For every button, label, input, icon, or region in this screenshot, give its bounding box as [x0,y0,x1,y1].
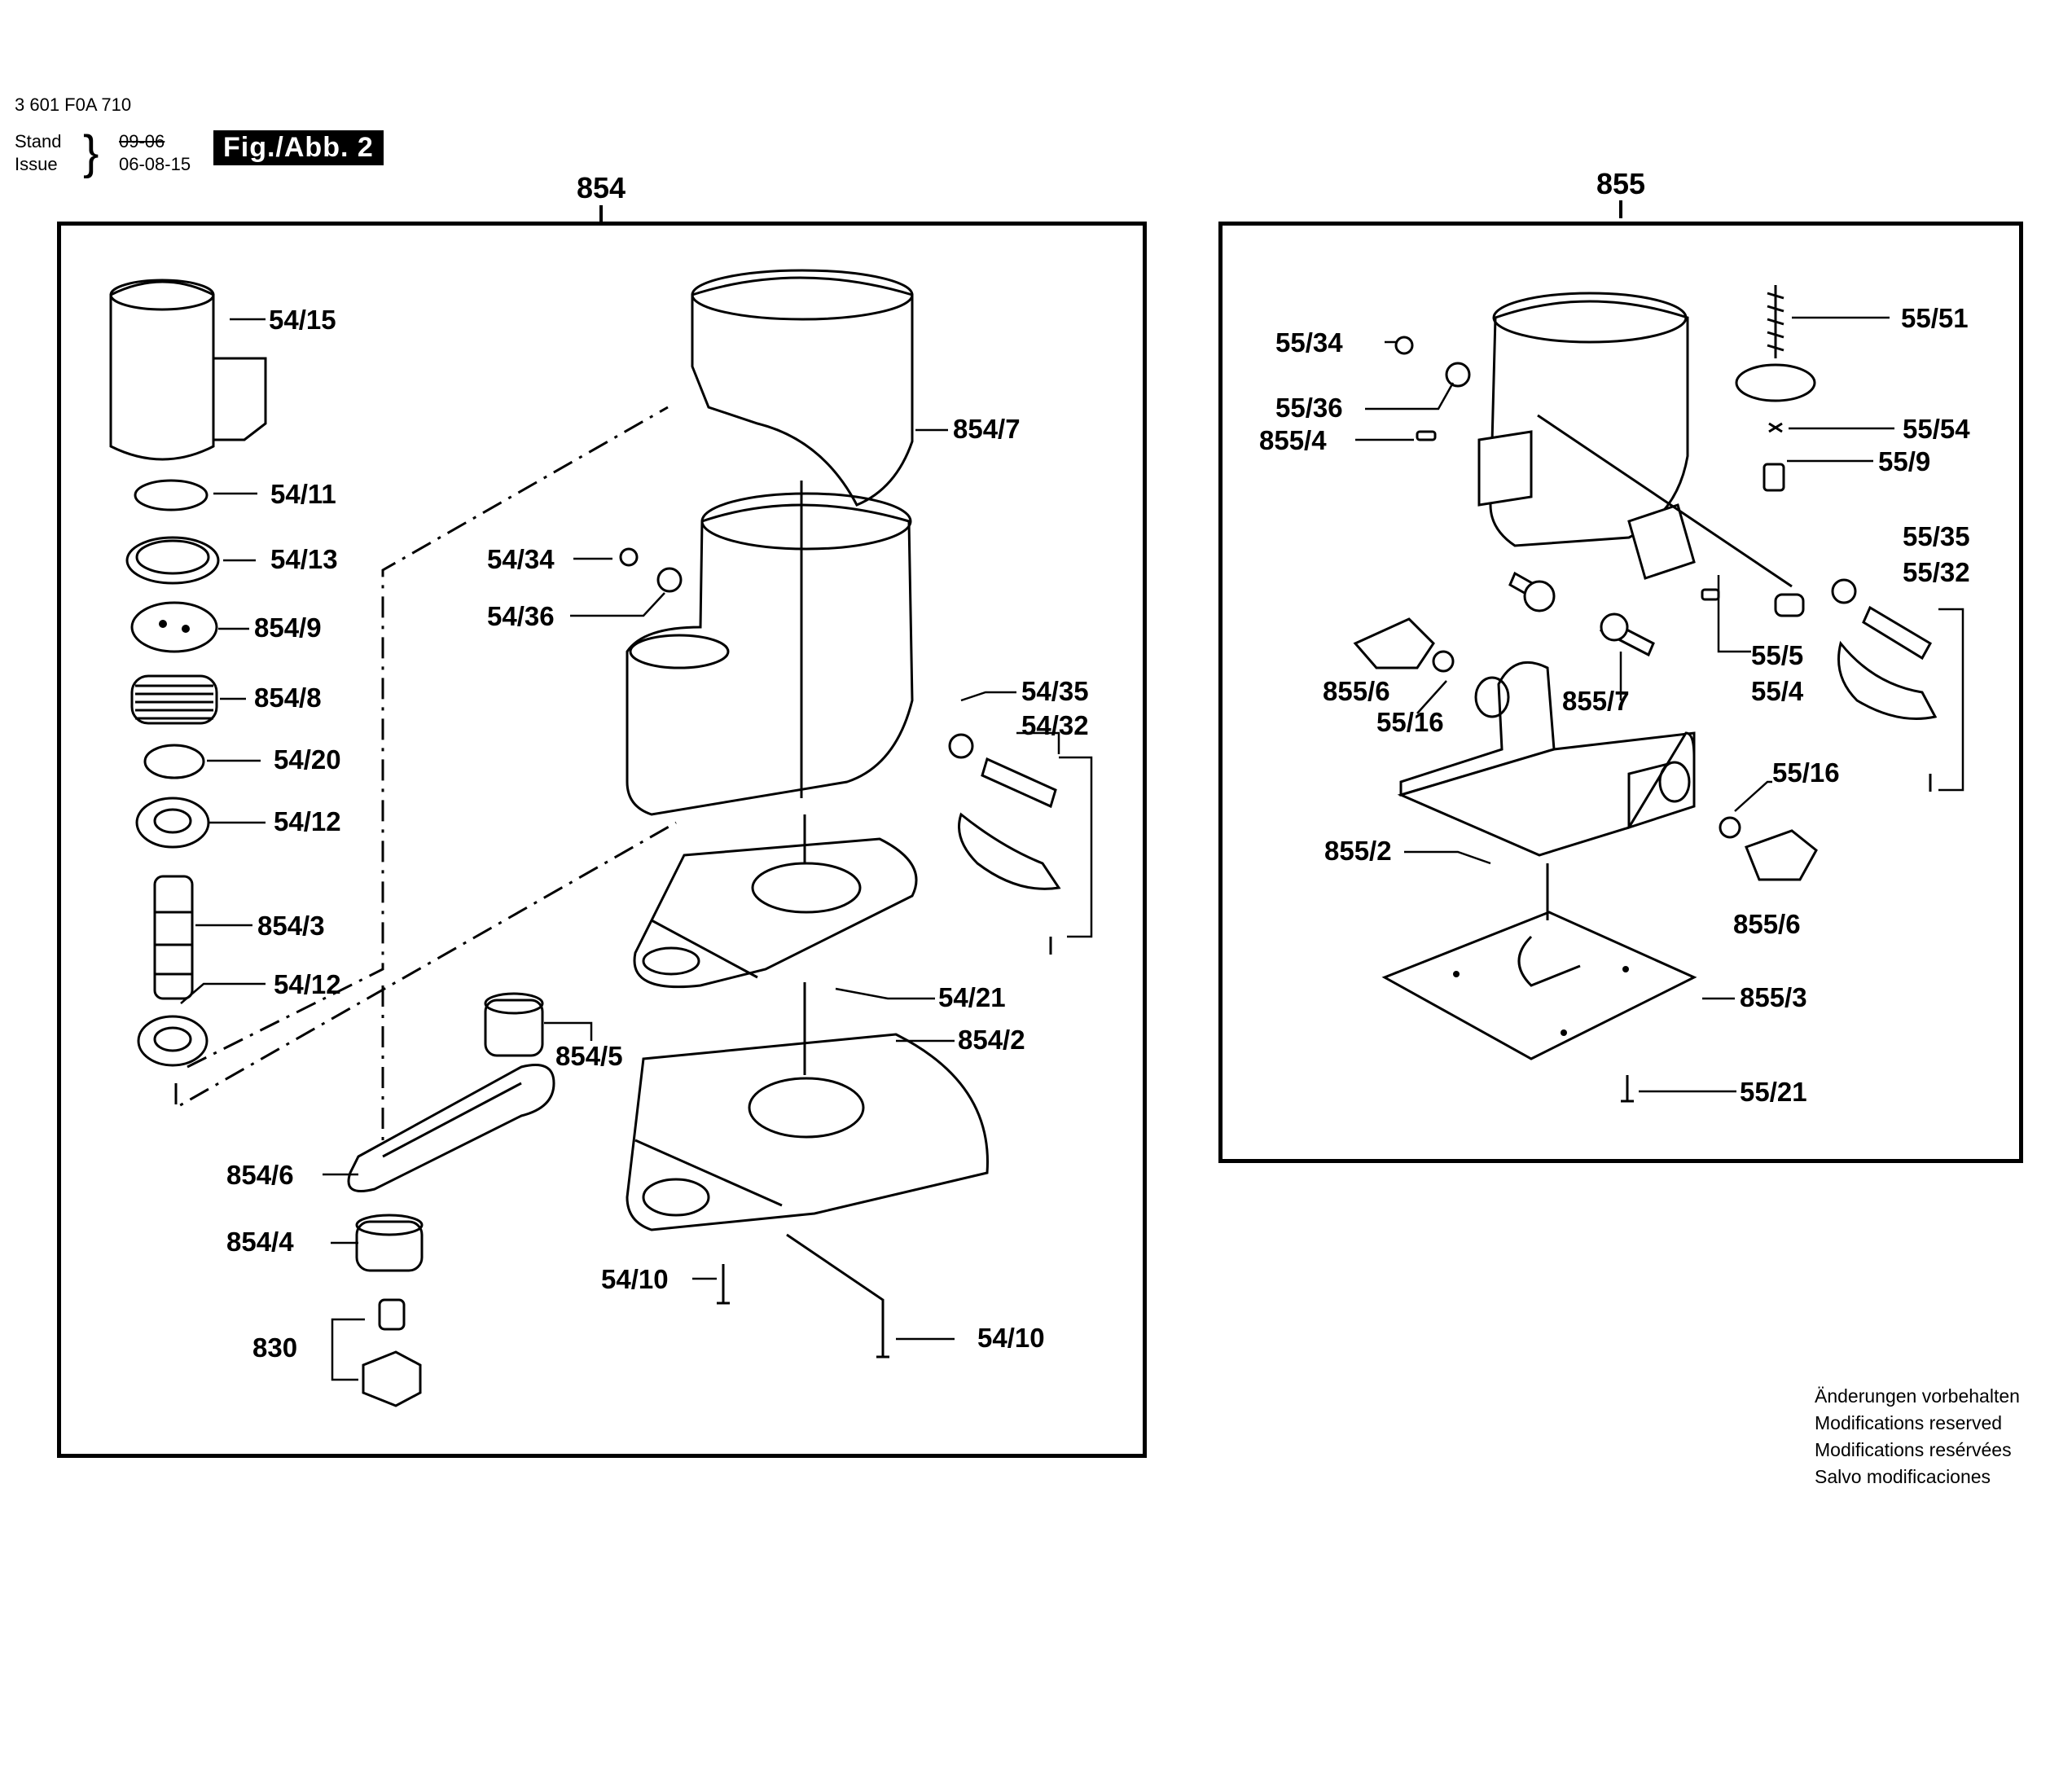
part-label-54-20: 54/20 [274,744,341,775]
part-label-55-32: 55/32 [1903,557,1970,587]
part-label-54-10-left: 54/10 [601,1264,669,1294]
part-label-854-8: 854/8 [254,683,322,713]
part-label-55-35: 55/35 [1903,521,1970,551]
modifications-notice: Änderungen vorbehalten Modifications res… [1815,1383,2020,1490]
part-label-854-6: 854/6 [226,1160,294,1190]
panel-854-title-tick [599,205,603,223]
part-label-854-4: 854/4 [226,1227,294,1257]
part-label-854-7: 854/7 [953,414,1021,444]
issue-label: Issue [15,154,58,174]
part-label-54-12-upper: 54/12 [274,806,341,836]
revision-block: Stand Issue } 09-06 06-08-15 [15,129,191,177]
part-label-54-15: 54/15 [269,305,336,335]
part-label-830: 830 [252,1332,298,1363]
notice-line-es: Salvo modificaciones [1815,1466,1991,1487]
part-label-55-34: 55/34 [1275,327,1343,358]
part-label-54-21: 54/21 [938,982,1006,1012]
part-label-54-36: 54/36 [487,601,555,631]
part-label-54-34: 54/34 [487,544,555,574]
issue-value: 06-08-15 [119,154,191,174]
part-label-854-5: 854/5 [555,1041,623,1071]
part-label-54-11: 54/11 [270,479,336,509]
panel-854-art [109,269,1093,1407]
part-label-55-54: 55/54 [1903,414,1970,444]
part-label-55-36: 55/36 [1275,393,1343,423]
part-label-855-7: 855/7 [1562,686,1630,716]
panel-854-frame [57,222,1147,1458]
figure-label: Fig./Abb. 2 [213,130,384,165]
part-label-855-3: 855/3 [1740,982,1807,1012]
document-number: 3 601 F0A 710 [15,94,132,115]
stand-label: Stand [15,131,62,151]
panel-855-art [1353,285,1964,1103]
part-label-855-6-right: 855/6 [1733,909,1801,939]
part-label-55-4: 55/4 [1751,676,1804,706]
part-label-55-5: 55/5 [1751,640,1804,670]
part-label-54-12-lower: 54/12 [274,969,341,999]
part-label-54-10-right: 54/10 [977,1323,1045,1353]
part-label-55-51: 55/51 [1901,303,1969,333]
part-label-855-6-left: 855/6 [1323,676,1390,706]
panel-855-frame [1218,222,2023,1163]
brace-icon: } [83,126,99,179]
stand-value: 09-06 [119,131,165,151]
notice-line-de: Änderungen vorbehalten [1815,1385,2020,1407]
panel-854-leaders [180,318,1060,1341]
notice-line-en: Modifications reserved [1815,1412,2003,1433]
part-label-854-9: 854/9 [254,612,322,643]
part-label-55-16-left: 55/16 [1376,707,1444,737]
part-label-855-2: 855/2 [1324,836,1392,866]
part-label-55-21: 55/21 [1740,1077,1807,1107]
part-label-854-2: 854/2 [958,1025,1025,1055]
part-label-54-35: 54/35 [1021,676,1089,706]
notice-line-fr: Modifications resérvées [1815,1439,2012,1460]
panel-855-title: 855 [1596,167,1646,200]
panel-855-leaders [1355,316,1894,1093]
part-label-55-16-right: 55/16 [1772,757,1840,788]
panel-854-title: 854 [576,171,626,204]
part-label-854-3: 854/3 [257,911,325,941]
part-label-54-32: 54/32 [1021,710,1089,740]
part-label-855-4: 855/4 [1259,425,1327,455]
panel-855-title-tick [1619,200,1622,218]
part-label-54-13: 54/13 [270,544,338,574]
part-label-55-9: 55/9 [1878,446,1931,476]
